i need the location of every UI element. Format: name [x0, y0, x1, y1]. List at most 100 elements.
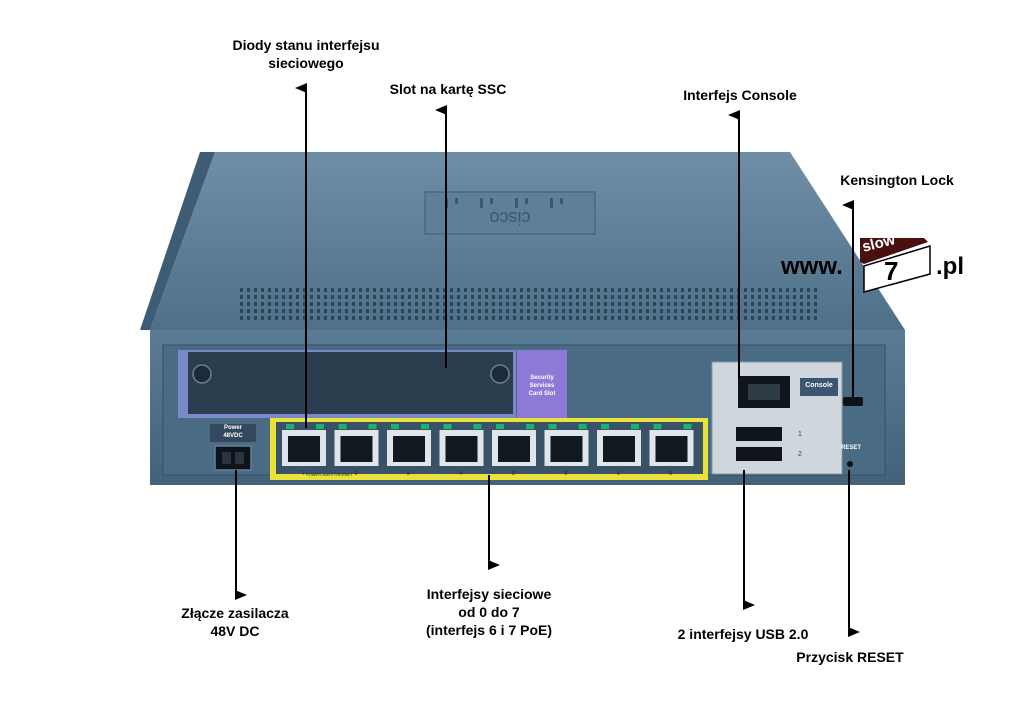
vent-hole: [793, 309, 796, 313]
port-status-led: [421, 424, 429, 429]
vent-hole: [590, 309, 593, 313]
vent-hole: [464, 302, 467, 306]
vent-hole: [562, 316, 565, 320]
vent-hole: [716, 288, 719, 292]
vent-hole: [632, 316, 635, 320]
vent-hole: [688, 288, 691, 292]
vent-hole: [520, 316, 523, 320]
vent-hole: [457, 302, 460, 306]
vent-hole: [751, 288, 754, 292]
vent-hole: [534, 316, 537, 320]
vent-hole: [485, 302, 488, 306]
vent-hole: [814, 295, 817, 299]
port-number: 0: [669, 471, 673, 477]
ethernet-port-socket: [498, 436, 530, 462]
vent-hole: [359, 316, 362, 320]
port-status-led: [601, 424, 609, 429]
vent-hole: [772, 288, 775, 292]
usb-label-2: 2: [798, 451, 802, 458]
port-status-led: [443, 424, 452, 429]
vent-hole: [744, 295, 747, 299]
vent-hole: [513, 302, 516, 306]
vent-hole: [394, 288, 397, 292]
vent-hole: [632, 309, 635, 313]
port-status-led: [286, 424, 294, 429]
vent-hole: [401, 316, 404, 320]
reset-button: [847, 461, 853, 467]
vent-hole: [492, 316, 495, 320]
vent-hole: [464, 316, 467, 320]
ethernet-port-socket: [288, 436, 320, 462]
usb-port-1: [736, 427, 782, 441]
vent-hole: [317, 288, 320, 292]
vent-hole: [268, 288, 271, 292]
ssc-label-line-3: Card Slot: [528, 391, 556, 397]
vent-hole: [415, 309, 418, 313]
vent-hole: [534, 288, 537, 292]
vent-hole: [590, 288, 593, 292]
vent-hole: [772, 309, 775, 313]
cisco-logo-text: cisco: [489, 208, 530, 228]
vent-hole: [506, 316, 509, 320]
ethernet-port-socket: [655, 436, 688, 462]
label-leds-line-2: sieciowego: [268, 55, 344, 71]
vent-hole: [387, 302, 390, 306]
vent-hole: [569, 288, 572, 292]
vent-hole: [436, 302, 439, 306]
vent-hole: [296, 309, 299, 313]
vent-hole: [716, 302, 719, 306]
vent-hole: [422, 316, 425, 320]
vent-hole: [541, 309, 544, 313]
vent-hole: [751, 295, 754, 299]
vent-hole: [751, 316, 754, 320]
vent-hole: [807, 309, 810, 313]
label-ssc-slot: Slot na kartę SSC: [389, 81, 507, 97]
label-console: Interfejs Console: [683, 87, 797, 103]
ethernet-port-socket: [340, 436, 373, 462]
vent-hole: [660, 295, 663, 299]
vent-hole: [338, 295, 341, 299]
vent-hole: [366, 316, 369, 320]
vent-hole: [583, 302, 586, 306]
vent-hole: [296, 302, 299, 306]
vent-hole: [247, 309, 250, 313]
vent-hole: [716, 316, 719, 320]
vent-hole: [730, 302, 733, 306]
vent-hole: [471, 295, 474, 299]
vent-hole: [765, 288, 768, 292]
vent-hole: [695, 302, 698, 306]
vent-hole: [317, 316, 320, 320]
vent-hole: [674, 316, 677, 320]
usb-label-1: 1: [798, 431, 802, 438]
vent-hole: [338, 302, 341, 306]
vent-hole: [772, 316, 775, 320]
vent-hole: [744, 288, 747, 292]
vent-hole: [513, 316, 516, 320]
poe-label: POWER over ETHERNET: [306, 472, 353, 477]
vent-hole: [289, 302, 292, 306]
vent-hole: [541, 295, 544, 299]
vent-hole: [660, 288, 663, 292]
vent-hole: [324, 316, 327, 320]
vent-hole: [653, 295, 656, 299]
ssc-label-line-1: Security: [530, 375, 554, 381]
vent-hole: [254, 288, 257, 292]
vent-hole: [625, 309, 628, 313]
vent-hole: [415, 302, 418, 306]
vent-hole: [268, 309, 271, 313]
vent-hole: [289, 309, 292, 313]
vent-hole: [345, 302, 348, 306]
vent-hole: [415, 295, 418, 299]
vent-hole: [758, 295, 761, 299]
vent-hole: [597, 309, 600, 313]
vent-hole: [247, 288, 250, 292]
port-number: 1: [617, 471, 620, 477]
vent-hole: [590, 316, 593, 320]
vent-hole: [765, 302, 768, 306]
vent-hole: [520, 302, 523, 306]
vent-hole: [282, 309, 285, 313]
vent-hole: [499, 302, 502, 306]
watermark-suffix: .pl: [936, 253, 964, 280]
vent-hole: [513, 295, 516, 299]
vent-hole: [583, 309, 586, 313]
